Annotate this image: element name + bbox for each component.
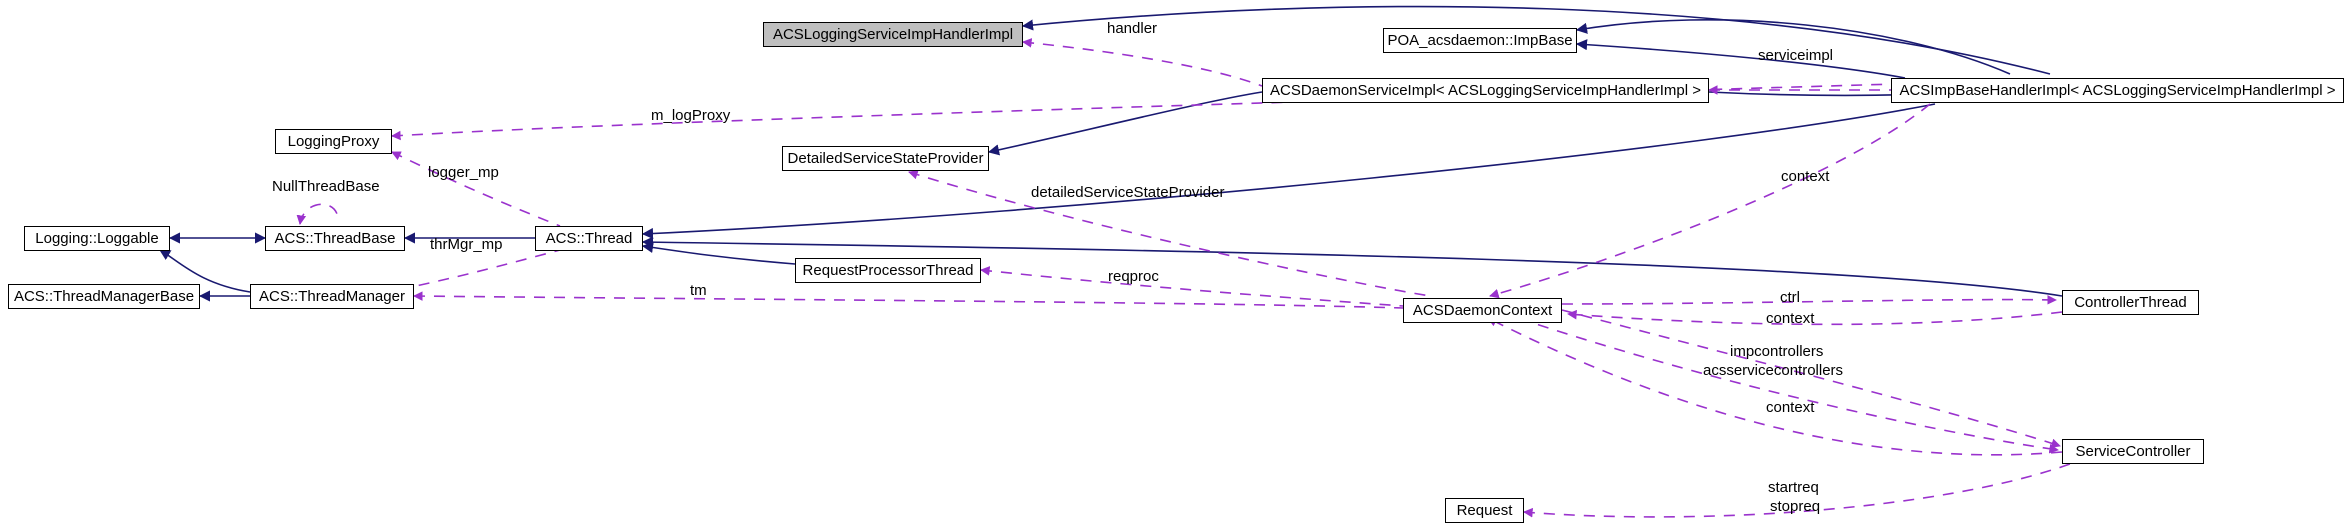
edge-label-handler: handler <box>1107 20 1158 37</box>
edge-label-serviceimpl: serviceimpl <box>1758 47 1834 64</box>
node-servicecontroller[interactable]: ServiceController <box>2062 439 2204 464</box>
node-acsdaemoncontext[interactable]: ACSDaemonContext <box>1403 298 1562 323</box>
edge-label-acsservicecontrollers: acsservicecontrollers <box>1703 362 1844 379</box>
node-requestprocessorthread[interactable]: RequestProcessorThread <box>795 258 981 283</box>
edge-label-context-low: context <box>1766 399 1815 416</box>
node-label: RequestProcessorThread <box>802 262 974 279</box>
node-acs-threadmanagerbase[interactable]: ACS::ThreadManagerBase <box>8 284 200 309</box>
node-label: ACS::ThreadManager <box>259 288 405 305</box>
edge-label-thrmgr-mp: thrMgr_mp <box>430 236 503 253</box>
edge-tm <box>413 291 1404 309</box>
node-acs-threadbase[interactable]: ACS::ThreadBase <box>265 226 405 251</box>
node-loggingproxy[interactable]: LoggingProxy <box>275 129 392 154</box>
node-label: ACSLoggingServiceImpHandlerImpl <box>772 26 1014 43</box>
node-acsloggingserviceimphandlerimpl[interactable]: ACSLoggingServiceImpHandlerImpl <box>763 22 1023 47</box>
node-label: ACSImpBaseHandlerImpl< ACSLoggingService… <box>1899 82 2336 99</box>
edge-label-logger-mp: logger_mp <box>428 164 499 181</box>
node-acsdaemonserviceimpl[interactable]: ACSDaemonServiceImpl< ACSLoggingServiceI… <box>1262 78 1709 103</box>
edge-label-context-mid: context <box>1766 310 1815 327</box>
edge-label-m-logproxy: m_logProxy <box>651 107 731 124</box>
node-controllerthread[interactable]: ControllerThread <box>2062 290 2199 315</box>
node-poa-acsdaemon-impbase[interactable]: POA_acsdaemon::ImpBase <box>1383 28 1577 53</box>
node-label: ACS::ThreadManagerBase <box>13 288 195 305</box>
node-label: Request <box>1456 502 1513 519</box>
edge-label-detailedservicestateprovider: detailedServiceStateProvider <box>1031 184 1225 201</box>
node-label: ACS::ThreadBase <box>274 230 396 247</box>
node-label: Logging::Loggable <box>35 230 159 247</box>
node-acs-thread[interactable]: ACS::Thread <box>535 226 643 251</box>
edge-label-impcontrollers: impcontrollers <box>1730 343 1824 360</box>
node-label: ACSDaemonServiceImpl< ACSLoggingServiceI… <box>1269 82 1702 99</box>
node-request[interactable]: Request <box>1445 498 1524 523</box>
node-label: ACSDaemonContext <box>1412 302 1553 319</box>
node-label: ACS::Thread <box>545 230 633 247</box>
node-logging-loggable[interactable]: Logging::Loggable <box>24 226 170 251</box>
edge-label-startreq: startreq <box>1768 479 1819 496</box>
edge-ctrl <box>1561 295 2057 305</box>
node-acsimpbasehandlerimpl[interactable]: ACSImpBaseHandlerImpl< ACSLoggingService… <box>1891 78 2344 103</box>
edge-context-top <box>1489 103 1931 299</box>
edge-label-reqproc: reqproc <box>1108 268 1159 285</box>
node-detailedservicestateprovider[interactable]: DetailedServiceStateProvider <box>782 146 989 171</box>
node-acs-threadmanager[interactable]: ACS::ThreadManager <box>250 284 414 309</box>
edge-context-controllerthread <box>1567 309 2063 326</box>
edge-nullthreadbase <box>296 203 339 225</box>
edge-label-nullthreadbase: NullThreadBase <box>272 178 380 195</box>
edge-context-servicecontroller <box>1487 317 2063 456</box>
edge-acsservicecontrollers <box>1499 311 2059 454</box>
edge-label-ctrl: ctrl <box>1780 289 1800 306</box>
node-label: ControllerThread <box>2074 294 2187 311</box>
edge-requestprocessor-to-thread <box>641 241 796 265</box>
node-label: ServiceController <box>2075 443 2191 460</box>
node-label: LoggingProxy <box>287 133 380 150</box>
edge-daemonserviceimpl-to-detailedprovider <box>987 91 1263 156</box>
edge-label-stopreq: stopreq <box>1770 498 1821 515</box>
edge-impbasehandler-to-poaimpbase <box>1575 39 1906 79</box>
edge-handler <box>1022 38 1263 87</box>
usage-edges <box>296 38 2071 518</box>
node-label: POA_acsdaemon::ImpBase <box>1387 32 1573 49</box>
node-label: DetailedServiceStateProvider <box>787 150 984 167</box>
edge-label-context-top: context <box>1781 168 1830 185</box>
edge-reqproc <box>980 266 1404 307</box>
edge-label-tm: tm <box>690 282 707 299</box>
